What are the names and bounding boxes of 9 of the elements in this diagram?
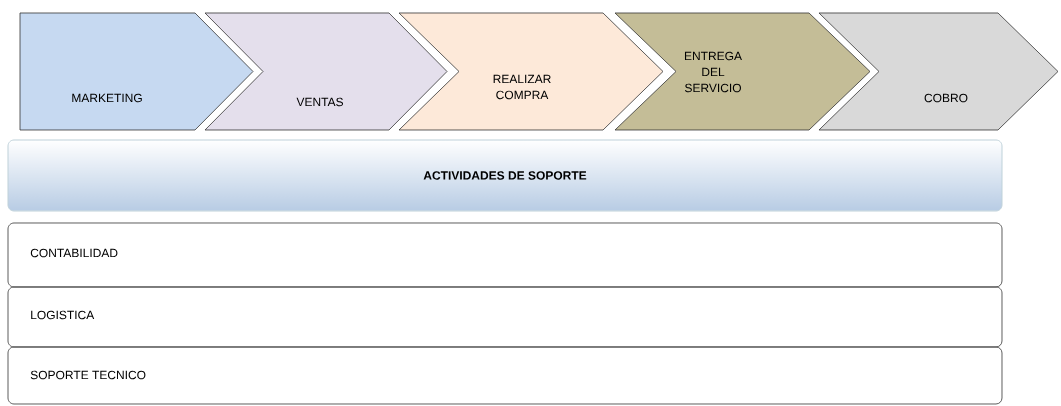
process-step: MARKETING <box>19 12 254 131</box>
activity-row: CONTABILIDAD <box>7 222 1003 288</box>
process-step: ENTREGA DEL SERVICIO <box>614 12 871 131</box>
process-step: COBRO <box>818 12 1059 131</box>
process-step: VENTAS <box>204 12 448 131</box>
activity-row: LOGISTICA <box>7 286 1003 348</box>
header-band: ACTIVIDADES DE SOPORTE <box>7 139 1003 212</box>
process-step: REALIZAR COMPRA <box>398 12 664 131</box>
activity-row: SOPORTE TECNICO <box>7 346 1003 405</box>
